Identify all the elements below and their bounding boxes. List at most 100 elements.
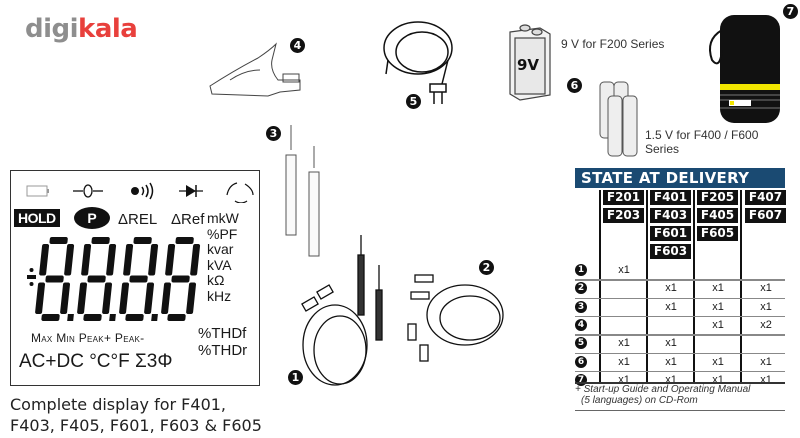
segment xyxy=(125,314,144,321)
callout-7: 7 xyxy=(783,4,798,19)
table-cell: x1 xyxy=(665,282,677,295)
segment xyxy=(161,282,172,314)
table-cell: x1 xyxy=(760,355,772,368)
battery-icon xyxy=(26,185,49,197)
model-badge: F601 xyxy=(650,226,691,241)
segment xyxy=(119,282,130,314)
battery-9v-icon xyxy=(509,24,551,101)
segment xyxy=(41,314,60,321)
thd-r: %THDr xyxy=(198,342,248,359)
segment xyxy=(175,237,194,244)
segment xyxy=(60,282,71,314)
unit-mkw: mkW xyxy=(207,210,239,226)
callout-3: 3 xyxy=(266,126,281,141)
table-cell: x1 xyxy=(712,373,724,386)
test-probes-icon xyxy=(285,125,320,257)
unit-pf: %PF xyxy=(207,225,238,242)
display-caption-line2: F403, F405, F601, F603 & F605 xyxy=(10,416,262,435)
segment xyxy=(123,244,134,276)
callout-1: 1 xyxy=(288,370,303,385)
crocodile-clip-icon xyxy=(209,42,301,97)
ref-indicator: ΔRef xyxy=(171,211,205,228)
segment xyxy=(45,275,64,283)
seven-segment-digits xyxy=(27,237,201,321)
model-badge: F605 xyxy=(697,226,738,241)
row-divider xyxy=(575,279,785,281)
callout-5: 5 xyxy=(406,94,421,109)
p-indicator: P xyxy=(74,207,110,229)
phase-rotation-icon xyxy=(226,182,254,203)
model-badge: F405 xyxy=(697,208,738,223)
row-number: 2 xyxy=(575,282,587,295)
segment xyxy=(165,244,176,276)
callout-2: 2 xyxy=(479,260,494,275)
model-badge: F603 xyxy=(650,244,691,259)
row-divider xyxy=(575,352,785,354)
test-leads-icon xyxy=(301,235,383,386)
row-divider xyxy=(575,297,785,300)
continuity-zero-icon xyxy=(73,184,103,198)
segment xyxy=(106,244,117,276)
sign-segment xyxy=(27,275,36,279)
table-cell: x1 xyxy=(760,373,772,386)
segment xyxy=(129,275,148,283)
display-caption-line1: Complete display for F401, xyxy=(10,395,227,414)
row-divider xyxy=(575,334,785,336)
digit-4 xyxy=(161,237,201,321)
table-cell: x1 xyxy=(712,355,724,368)
segment xyxy=(64,244,75,276)
table-cell: x2 xyxy=(760,318,772,331)
table-cell: x1 xyxy=(618,355,630,368)
callout-6: 6 xyxy=(567,78,582,93)
segment xyxy=(83,314,102,321)
table-cell: x1 xyxy=(665,373,677,386)
model-badge: F407 xyxy=(745,190,786,205)
segment xyxy=(167,314,186,321)
row-number: 3 xyxy=(575,300,587,313)
segment xyxy=(81,244,92,276)
decimal-point xyxy=(67,314,74,321)
footnote-divider xyxy=(575,410,785,411)
table-cell: x1 xyxy=(665,300,677,313)
table-title: STATE AT DELIVERY xyxy=(575,168,785,188)
decimal-point xyxy=(151,314,158,321)
table-cell: x1 xyxy=(618,373,630,386)
segment xyxy=(133,237,152,244)
display-caption: Complete display for F401, F403, F405, F… xyxy=(10,394,262,436)
model-badge: F401 xyxy=(650,190,691,205)
footnote-line1: + Start-up Guide and Operating Manual xyxy=(575,384,751,395)
segment xyxy=(186,282,197,314)
digikala-logo[interactable]: digikala xyxy=(25,14,138,44)
thd-indicators: %THDf %THDr xyxy=(198,325,247,359)
segment xyxy=(39,244,50,276)
cable-coil-icon xyxy=(383,21,453,104)
digit-1 xyxy=(35,237,75,321)
table-cell: x1 xyxy=(618,337,630,350)
decimal-point xyxy=(109,314,116,321)
acdc-indicators: AC+DC °C°F Σ3Φ xyxy=(19,351,173,372)
column-divider xyxy=(693,190,695,382)
thd-f: %THDf xyxy=(198,325,247,342)
segment xyxy=(87,275,106,283)
battery-9v-label: 9V xyxy=(517,56,539,74)
battery-aa-caption-line1: 1.5 V for F400 / F600 xyxy=(645,128,759,142)
model-badge: F205 xyxy=(697,190,738,205)
table-cell: x1 xyxy=(760,300,772,313)
segment xyxy=(102,282,113,314)
buzzer-icon xyxy=(131,182,154,200)
minmax-indicators: Max Min Peak+ Peak- xyxy=(31,331,145,345)
row-number: 6 xyxy=(575,355,587,368)
battery-aa-caption-line2: Series xyxy=(645,142,680,156)
logo-part-digi: digi xyxy=(25,14,79,44)
table-cell: x1 xyxy=(665,355,677,368)
model-badge: F403 xyxy=(650,208,691,223)
table-cell: x1 xyxy=(618,264,630,276)
footnote-line2: (5 languages) on CD-Rom xyxy=(581,395,698,406)
segment xyxy=(171,275,190,283)
table-footnote: + Start-up Guide and Operating Manual (5… xyxy=(575,384,750,406)
segment xyxy=(49,237,68,244)
model-badge: F607 xyxy=(745,208,786,223)
diode-icon xyxy=(179,185,203,197)
digit-2 xyxy=(77,237,117,321)
